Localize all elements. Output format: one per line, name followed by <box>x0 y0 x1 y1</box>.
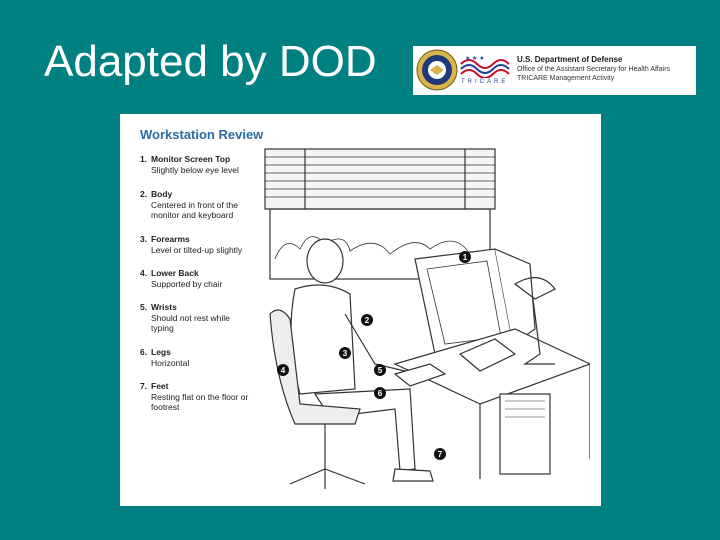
item-title: Lower Back <box>151 268 199 278</box>
item-title: Legs <box>151 347 171 357</box>
item-desc: Level or tilted-up slightly <box>151 244 243 255</box>
keyboard <box>393 363 447 387</box>
person-torso <box>290 284 356 395</box>
marker-1: 1 <box>459 251 471 263</box>
desk-lamp <box>513 277 556 365</box>
blind-slats <box>265 156 495 198</box>
item-number: 7. <box>140 381 148 391</box>
window-blinds <box>264 148 496 210</box>
marker-7-label: 7 <box>438 450 443 459</box>
trees-outline <box>274 236 486 260</box>
item-desc: Horizontal <box>151 357 190 368</box>
item-number: 5. <box>140 302 148 312</box>
workstation-review-panel: Workstation Review 1. Monitor Screen Top… <box>120 114 601 506</box>
svg-text:★ ★ ★: ★ ★ ★ <box>465 55 484 62</box>
panel-title: Workstation Review <box>140 127 264 142</box>
marker-6: 6 <box>374 387 386 399</box>
person-legs <box>313 388 416 472</box>
tricare-wordmark: TRICARE <box>461 79 509 85</box>
item-title: Feet <box>151 381 169 391</box>
chair-base <box>289 424 366 489</box>
marker-3: 3 <box>339 347 351 359</box>
item-number: 1. <box>140 154 148 164</box>
dod-line-1: U.S. Department of Defense <box>517 55 623 64</box>
person-head <box>306 238 344 284</box>
marker-6-label: 6 <box>378 389 383 398</box>
dod-text-block: U.S. Department of Defense Office of the… <box>517 55 693 83</box>
dod-logo-banner: ★ ★ ★ TRICARE U.S. Department of Defense… <box>413 46 696 95</box>
item-desc: Centered in front of the monitor and key… <box>151 199 238 221</box>
marker-4-label: 4 <box>281 366 286 375</box>
item-title: Body <box>151 189 173 199</box>
item-number: 3. <box>140 234 148 244</box>
dod-line-2: Office of the Assistant Secretary for He… <box>517 66 671 73</box>
item-number: 2. <box>140 189 148 199</box>
dod-line-3: TRICARE Management Activity <box>517 75 615 82</box>
slide-title: Adapted by DOD <box>44 37 377 86</box>
item-title: Wrists <box>151 302 177 312</box>
marker-2: 2 <box>361 314 373 326</box>
marker-5: 5 <box>374 364 386 376</box>
item-desc: Supported by chair <box>151 278 223 289</box>
person-feet <box>392 468 434 482</box>
item-desc: Slightly below eye level <box>151 164 239 175</box>
item-title: Forearms <box>151 234 190 244</box>
window-frame <box>269 208 491 280</box>
item-number: 6. <box>140 347 148 357</box>
marker-3-label: 3 <box>343 349 348 358</box>
item-desc: Resting flat on the floor or footrest <box>151 391 249 413</box>
workstation-illustration: 1 2 3 4 5 6 7 <box>264 148 590 489</box>
dod-seal-icon <box>416 49 458 91</box>
marker-1-label: 1 <box>463 253 468 262</box>
desk <box>393 328 590 405</box>
person-arm <box>344 313 406 372</box>
marker-2-label: 2 <box>365 316 370 325</box>
marker-4: 4 <box>277 364 289 376</box>
computer-tower <box>499 393 551 475</box>
item-desc: Should not rest while typing <box>151 312 230 334</box>
marker-7: 7 <box>434 448 446 460</box>
marker-5-label: 5 <box>378 366 383 375</box>
item-number: 4. <box>140 268 148 278</box>
item-title: Monitor Screen Top <box>151 154 231 164</box>
tricare-flag-icon: ★ ★ ★ <box>460 55 510 78</box>
telephone <box>458 338 517 372</box>
